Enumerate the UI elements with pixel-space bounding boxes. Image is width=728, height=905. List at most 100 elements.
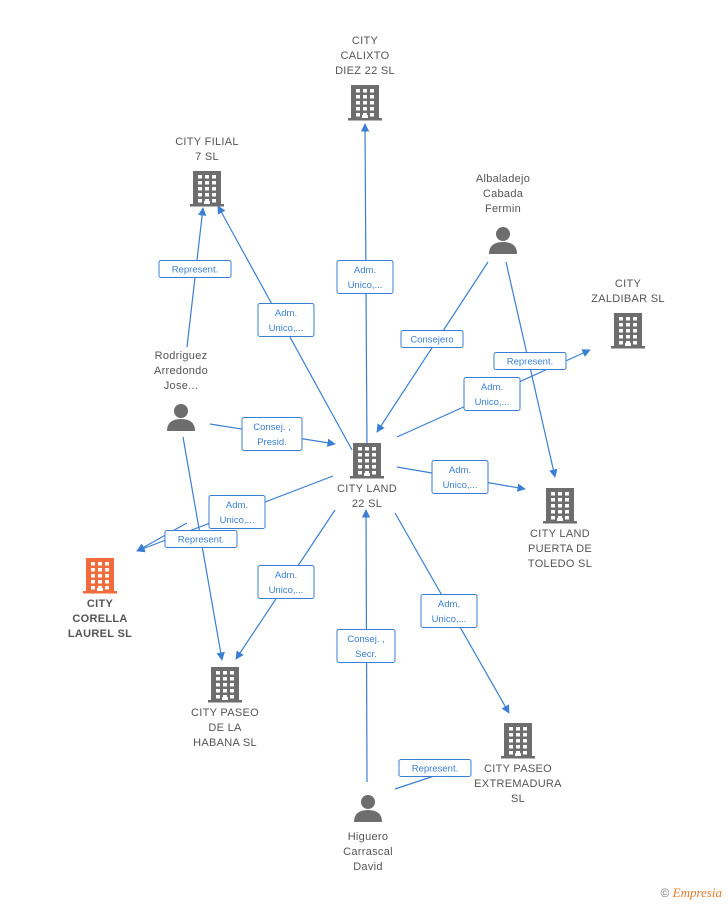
building-icon[interactable] bbox=[208, 667, 242, 703]
node-label: 22 SL bbox=[352, 498, 382, 510]
edge-label-text: Adm. bbox=[275, 308, 297, 319]
node-label: DE LA bbox=[208, 722, 242, 734]
edge-label[interactable]: Adm. Unico,... bbox=[431, 460, 489, 494]
node-label: Jose... bbox=[164, 380, 199, 392]
edge-label[interactable]: Represent. bbox=[398, 759, 472, 777]
node-city-calixto[interactable]: CITY CALIXTO DIEZ 22 SL bbox=[335, 35, 395, 121]
node-label: Carrascal bbox=[343, 846, 393, 858]
edge-label-box bbox=[208, 495, 266, 529]
edge-rodriguez-to-city-corella bbox=[136, 522, 188, 552]
edge-label[interactable]: Consej. , Secr. bbox=[336, 629, 396, 663]
node-label: Rodriguez bbox=[155, 350, 208, 362]
edge-label[interactable]: Represent. bbox=[158, 260, 232, 278]
node-city-corella[interactable]: CITY CORELLA LAUREL SL bbox=[68, 558, 132, 640]
node-label: LAUREL SL bbox=[68, 628, 132, 640]
edge-label-text: Adm. bbox=[438, 599, 460, 610]
edge-label-text: Adm. bbox=[449, 465, 471, 476]
node-label: CITY LAND bbox=[337, 483, 397, 495]
edge-label-box bbox=[420, 594, 478, 628]
footer-brand: © Empresia bbox=[660, 885, 722, 901]
building-icon[interactable] bbox=[190, 171, 224, 207]
copyright-symbol: © bbox=[660, 886, 670, 900]
building-icon[interactable] bbox=[501, 723, 535, 759]
edge-label-box bbox=[241, 417, 303, 451]
edge-label-text: Represent. bbox=[507, 357, 553, 368]
building-icon[interactable] bbox=[611, 313, 645, 349]
edge-label-text: Represent. bbox=[412, 764, 458, 775]
edge-label-text: Adm. bbox=[481, 382, 503, 393]
person-icon[interactable] bbox=[167, 404, 195, 431]
edge-label[interactable]: Represent. bbox=[164, 530, 238, 548]
edge-label[interactable]: Adm. Unico,... bbox=[463, 377, 521, 411]
edge-label-text: Adm. bbox=[275, 570, 297, 581]
node-label: CORELLA bbox=[72, 613, 127, 625]
edge-label-box bbox=[257, 565, 315, 599]
edge-label[interactable]: Represent. bbox=[493, 352, 567, 370]
edge-label-text: Unico,... bbox=[220, 515, 255, 526]
node-label: Higuero bbox=[348, 831, 389, 843]
node-label: CALIXTO bbox=[341, 50, 390, 62]
node-city-zaldibar[interactable]: CITY ZALDIBAR SL bbox=[591, 278, 665, 349]
edge-label[interactable]: Adm. Unico,... bbox=[420, 594, 478, 628]
building-icon[interactable] bbox=[543, 488, 577, 524]
edge-label-text: Consejero bbox=[410, 335, 453, 346]
edge-label-text: Secr. bbox=[355, 649, 377, 660]
node-label: Cabada bbox=[483, 188, 524, 200]
node-label: 7 SL bbox=[195, 151, 219, 163]
node-label: CITY PASEO bbox=[484, 763, 552, 775]
edge-label-box bbox=[257, 303, 315, 337]
edge-label-text: Unico,... bbox=[269, 323, 304, 334]
edge-label-box bbox=[158, 260, 232, 278]
node-label: Fermin bbox=[485, 203, 521, 215]
edge-label[interactable]: Adm. Unico,... bbox=[208, 495, 266, 529]
edge-labels-layer: Adm. Unico,... Adm. Unico,... Represent. Cons… bbox=[158, 260, 567, 777]
edge-label-box bbox=[336, 260, 394, 294]
node-label: CITY bbox=[615, 278, 642, 290]
edge-label-box bbox=[431, 460, 489, 494]
node-label: EXTREMADURA bbox=[474, 778, 562, 790]
edge-label-text: Unico,... bbox=[348, 280, 383, 291]
edge-label-text: Unico,... bbox=[443, 480, 478, 491]
nodes-layer: CITY LAND 22 SL CITY CALIXTO DIEZ 22 SL CITY … bbox=[68, 35, 665, 873]
node-label: DIEZ 22 SL bbox=[335, 65, 395, 77]
node-label: ZALDIBAR SL bbox=[591, 293, 665, 305]
node-city-filial[interactable]: CITY FILIAL 7 SL bbox=[175, 136, 239, 207]
node-label: CITY FILIAL bbox=[175, 136, 239, 148]
edge-label-box bbox=[164, 530, 238, 548]
node-label: CITY bbox=[352, 35, 379, 47]
node-label: Albaladejo bbox=[476, 173, 530, 185]
person-icon[interactable] bbox=[354, 795, 382, 822]
node-label: CITY bbox=[87, 598, 114, 610]
node-label: SL bbox=[511, 793, 525, 805]
edge-label-text: Adm. bbox=[354, 265, 376, 276]
edge-label-box bbox=[463, 377, 521, 411]
edge-label[interactable]: Consej. ,Presid. bbox=[241, 417, 303, 451]
node-label: Arredondo bbox=[154, 365, 208, 377]
edge-label[interactable]: Adm. Unico,... bbox=[257, 565, 315, 599]
building-icon[interactable] bbox=[83, 558, 117, 594]
edge-label-text: Unico,... bbox=[432, 614, 467, 625]
building-icon[interactable] bbox=[350, 443, 384, 479]
edge-label-box bbox=[493, 352, 567, 370]
edge-label-text: Consej. , bbox=[253, 422, 291, 433]
node-label: PUERTA DE bbox=[528, 543, 592, 555]
node-label: CITY LAND bbox=[530, 528, 590, 540]
node-city-land-22[interactable]: CITY LAND 22 SL bbox=[337, 443, 397, 510]
edge-label[interactable]: Adm. Unico,... bbox=[257, 303, 315, 337]
building-icon[interactable] bbox=[348, 85, 382, 121]
node-rodriguez[interactable]: RodriguezArredondoJose... bbox=[154, 350, 208, 431]
edge-label[interactable]: Consejero bbox=[400, 330, 464, 348]
edge-label[interactable]: Adm. Unico,... bbox=[336, 260, 394, 294]
edge-label-text: Consej. , bbox=[347, 634, 385, 645]
person-icon[interactable] bbox=[489, 227, 517, 254]
node-city-land-toledo[interactable]: CITY LAND PUERTA DE TOLEDO SL bbox=[528, 488, 592, 570]
node-label: TOLEDO SL bbox=[528, 558, 592, 570]
node-city-extremadura[interactable]: CITY PASEO EXTREMADURA SL bbox=[474, 723, 562, 805]
edge-label-text: Unico,... bbox=[475, 397, 510, 408]
edge-label-text: Unico,... bbox=[269, 585, 304, 596]
edge-label-text: Adm. bbox=[226, 500, 248, 511]
